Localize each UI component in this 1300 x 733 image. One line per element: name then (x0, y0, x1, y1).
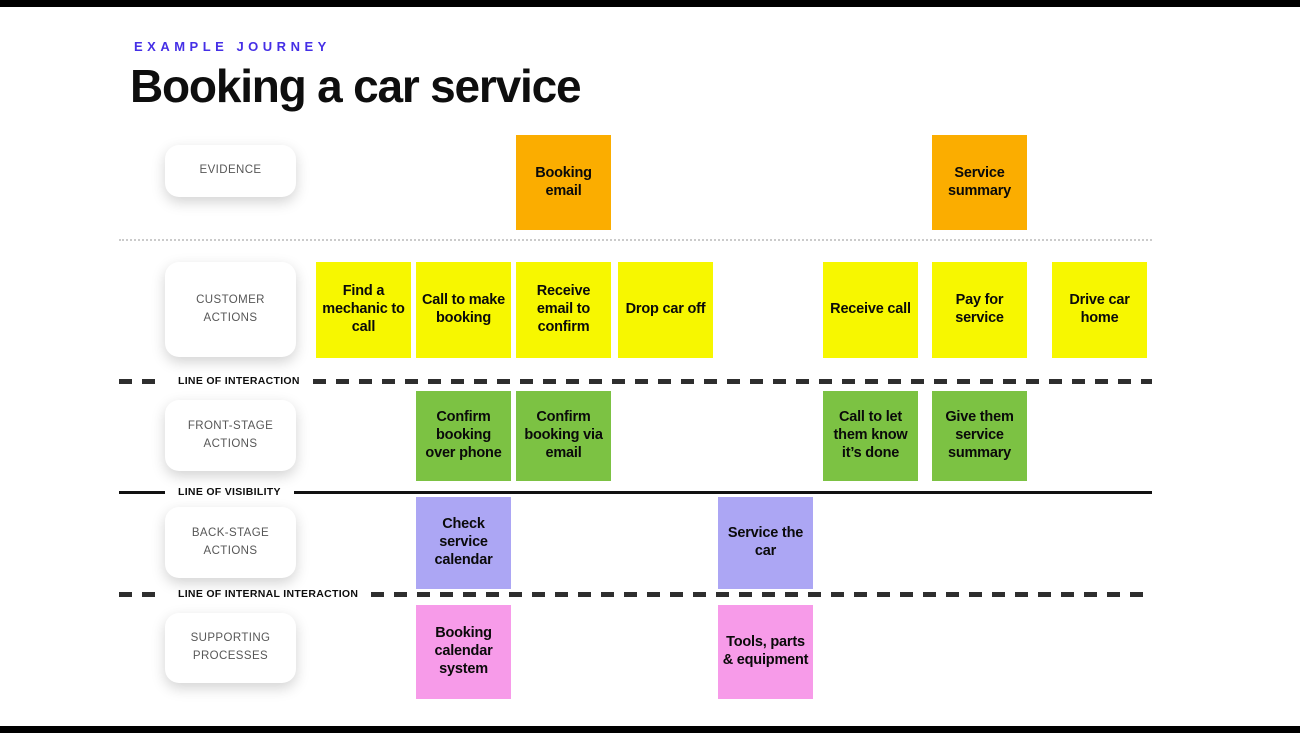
row-label-frontstage[interactable]: FRONT-STAGE ACTIONS (165, 400, 296, 471)
row-label-text: EVIDENCE (199, 164, 262, 177)
sticky-note-text: Booking email (535, 164, 592, 199)
sticky-note-text: Drive car home (1069, 292, 1130, 326)
separator-evidence-line (119, 232, 1152, 248)
sticky-note-give-them-service-summary[interactable]: Give them service summary (932, 391, 1027, 481)
separator-interaction-line: LINE OF INTERACTION (119, 373, 1152, 389)
sticky-note-text: Confirm booking via email (524, 409, 603, 461)
sticky-note-text: Service the car (727, 525, 804, 559)
sticky-note-text: Receive email to confirm (536, 283, 591, 335)
sticky-note-text: Tools, parts & equipment (722, 634, 809, 668)
line-segment (293, 490, 1152, 494)
sticky-note-service-summary[interactable]: Service summary (932, 135, 1027, 230)
row-label-customer[interactable]: CUSTOMER ACTIONS (165, 262, 296, 357)
line-segment (119, 490, 165, 494)
row-label-supporting[interactable]: SUPPORTING PROCESSES (165, 613, 296, 683)
sticky-note-text: Service summary (947, 164, 1012, 199)
row-label-backstage[interactable]: BACK-STAGE ACTIONS (165, 507, 296, 578)
sticky-note-text: Call to let them know it’s done (833, 409, 908, 461)
sticky-note-receive-email-to-confirm[interactable]: Receive email to confirm (516, 262, 611, 358)
sticky-note-tools-parts-equipment[interactable]: Tools, parts & equipment (718, 605, 813, 699)
sticky-note-text: Receive call (830, 301, 911, 318)
sticky-note-check-service-calendar[interactable]: Check service calendar (416, 497, 511, 589)
separator-label: LINE OF INTERACTION (178, 375, 300, 387)
sticky-note-booking-calendar-system[interactable]: Booking calendar system (416, 605, 511, 699)
line-segment (312, 378, 1152, 384)
sticky-note-pay-for-service[interactable]: Pay for service (932, 262, 1027, 358)
sticky-note-text: Give them service summary (945, 409, 1014, 461)
sticky-note-service-the-car[interactable]: Service the car (718, 497, 813, 589)
row-label-text: FRONT-STAGE ACTIONS (187, 419, 274, 450)
separator-label: LINE OF INTERNAL INTERACTION (178, 588, 359, 600)
separator-internal-line: LINE OF INTERNAL INTERACTION (119, 586, 1152, 602)
sticky-note-confirm-booking-over-phone[interactable]: Confirm booking over phone (416, 391, 511, 481)
sticky-note-text: Booking calendar system (434, 625, 493, 677)
line-segment (371, 591, 1152, 597)
sticky-note-drive-car-home[interactable]: Drive car home (1052, 262, 1147, 358)
line-segment (119, 378, 165, 384)
bottom-border-bar (0, 726, 1300, 733)
sticky-note-drop-car-off[interactable]: Drop car off (618, 262, 713, 358)
sticky-note-text: Confirm booking over phone (425, 409, 502, 461)
sticky-note-text: Call to make booking (421, 292, 506, 326)
line-segment (119, 591, 165, 597)
sticky-note-find-a-mechanic-to-call[interactable]: Find a mechanic to call (316, 262, 411, 358)
separator-label: LINE OF VISIBILITY (178, 486, 281, 498)
sticky-note-call-to-let-them-know-it-s-done[interactable]: Call to let them know it’s done (823, 391, 918, 481)
sticky-note-text: Find a mechanic to call (322, 283, 405, 335)
separator-visibility-line: LINE OF VISIBILITY (119, 484, 1152, 500)
sticky-note-text: Pay for service (955, 292, 1004, 326)
line-segment (119, 239, 1152, 241)
row-label-text: BACK-STAGE ACTIONS (191, 526, 270, 557)
row-label-text: SUPPORTING PROCESSES (190, 632, 271, 662)
page-title: Booking a car service (130, 60, 582, 112)
row-label-evidence[interactable]: EVIDENCE (165, 145, 296, 197)
journey-kicker: EXAMPLE JOURNEY (134, 39, 331, 54)
top-border-bar (0, 0, 1300, 7)
sticky-note-text: Drop car off (625, 301, 706, 318)
sticky-note-call-to-make-booking[interactable]: Call to make booking (416, 262, 511, 358)
sticky-note-receive-call[interactable]: Receive call (823, 262, 918, 358)
sticky-note-text: Check service calendar (434, 516, 493, 568)
sticky-note-booking-email[interactable]: Booking email (516, 135, 611, 230)
row-label-text: CUSTOMER ACTIONS (196, 293, 265, 324)
sticky-note-confirm-booking-via-email[interactable]: Confirm booking via email (516, 391, 611, 481)
